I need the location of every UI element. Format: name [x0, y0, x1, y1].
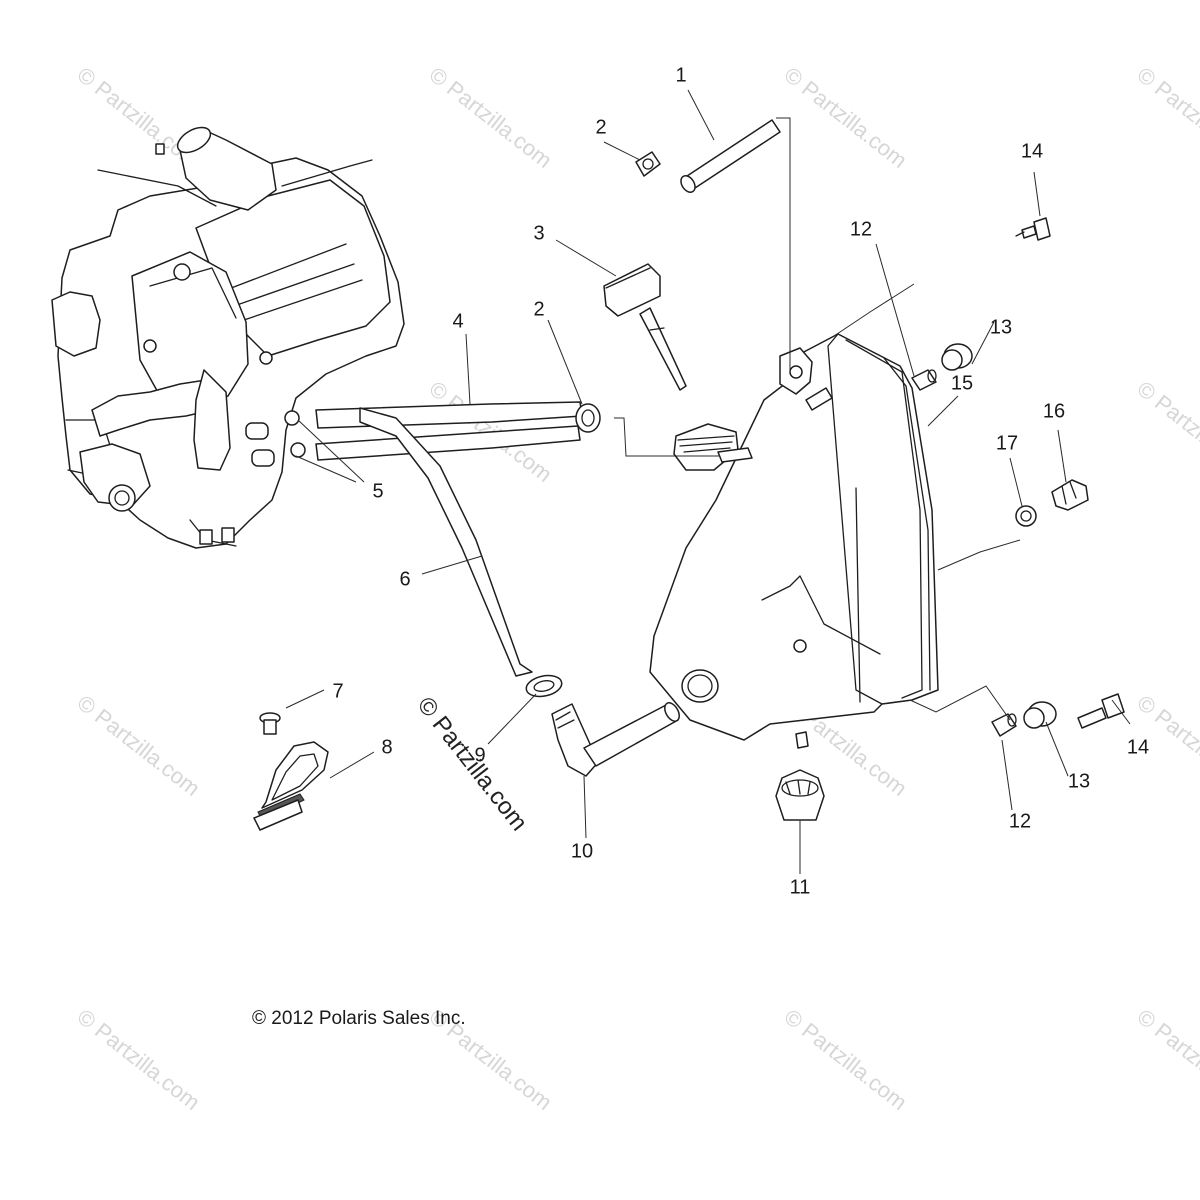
callout-1: 1: [675, 64, 687, 87]
callout-11: 11: [789, 876, 811, 899]
engine-illustration: [51, 126, 405, 549]
callout-14: 14: [1020, 140, 1044, 163]
p-clamp: [253, 741, 329, 831]
bolt-lower: [1077, 693, 1125, 729]
fitting: [1051, 479, 1089, 511]
leader-lines: [285, 89, 1131, 874]
long-hose: [359, 407, 533, 677]
callout-7: 7: [332, 680, 344, 703]
hose-clamp-end: [575, 403, 601, 433]
grommet: [775, 769, 825, 821]
callout-5: 5: [372, 480, 384, 503]
bushing-upper: [941, 343, 973, 371]
rivet: [259, 712, 281, 735]
callout-15: 15: [950, 372, 974, 395]
spacer-lower: [991, 713, 1017, 737]
callout-13: 13: [1067, 770, 1091, 793]
elbow-fitting: [551, 702, 680, 777]
callout-4: 4: [452, 310, 464, 333]
breather-tube: [680, 119, 781, 193]
callout-12: 12: [849, 218, 873, 241]
upper-hose: [315, 401, 583, 429]
callout-12: 12: [1008, 810, 1032, 833]
hose-clamp: [635, 151, 661, 177]
callout-3: 3: [533, 222, 545, 245]
washer: [1015, 505, 1037, 527]
lower-hose: [315, 425, 581, 461]
copyright-notice: © 2012 Polaris Sales Inc.: [252, 1008, 466, 1029]
callout-17: 17: [995, 432, 1019, 455]
spacer-upper: [911, 369, 937, 391]
callout-6: 6: [399, 568, 411, 591]
callout-13: 13: [989, 316, 1013, 339]
callout-14: 14: [1126, 736, 1150, 759]
callout-9: 9: [474, 744, 486, 767]
bolt-upper: [1015, 217, 1051, 241]
dipstick: [603, 263, 687, 391]
hose-clamp-lower: [525, 674, 563, 698]
oil-tank: [649, 333, 939, 749]
callout-10: 10: [570, 840, 594, 863]
callout-2: 2: [533, 298, 545, 321]
bushing-lower: [1023, 701, 1057, 729]
callout-16: 16: [1042, 400, 1066, 423]
callout-2: 2: [595, 116, 607, 139]
callout-8: 8: [381, 736, 393, 759]
